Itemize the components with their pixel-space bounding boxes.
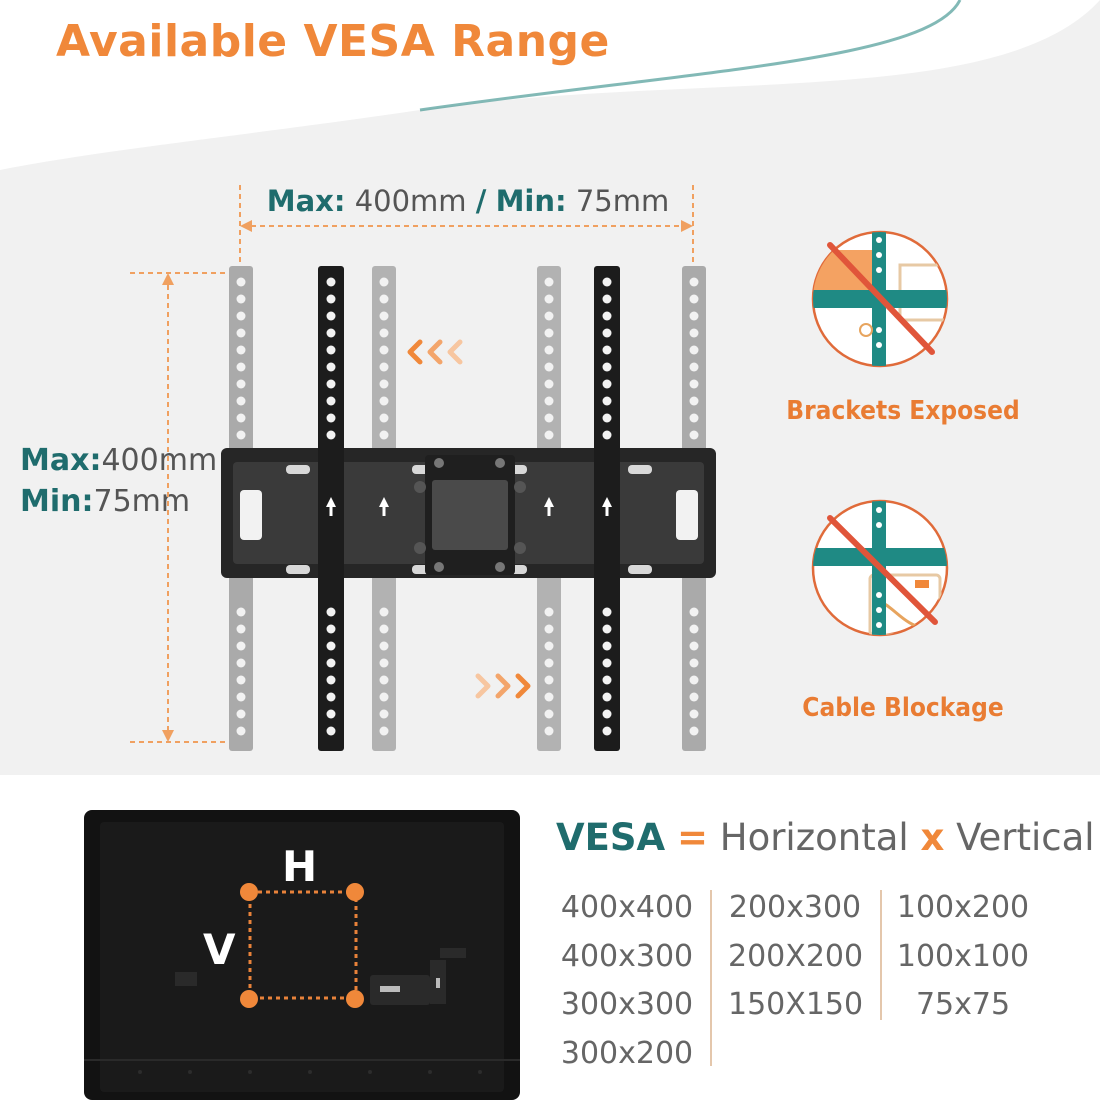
column-divider — [880, 890, 882, 1020]
move-outward-right-chevrons-icon — [475, 673, 531, 699]
vesa-size: 100x100 — [896, 938, 1030, 974]
vesa-size: 200X200 — [728, 938, 864, 974]
vesa-size: 100x200 — [896, 890, 1030, 925]
mount-diagram — [130, 185, 716, 751]
warning-icons — [811, 230, 949, 637]
vesa-size: 400x400 — [560, 890, 694, 925]
bracket-exposed-prohibited-icon — [811, 230, 949, 368]
teal-wave-line — [419, 0, 962, 112]
cable-blockage-prohibited-icon — [811, 499, 949, 637]
vesa-formula: VESA = Horizontal x Vertical — [556, 816, 1095, 859]
horizontal-wall-plate — [221, 448, 716, 578]
vesa-size: 200x300 — [728, 890, 862, 925]
vesa-size: 150X150 — [728, 987, 864, 1022]
vesa-size: 300x300 — [560, 987, 694, 1022]
move-inward-left-chevrons-icon — [407, 339, 463, 365]
vesa-sizes-column-2: 200x300 200X200 150X150 — [728, 884, 864, 1030]
horizontal-label: H — [282, 842, 318, 891]
vesa-sizes-column-1: 400x400 400x300 300x300 300x200 — [560, 884, 694, 1078]
width-dimension-label: Max: 400mm / Min: 75mm — [266, 184, 670, 218]
top-wave — [0, 0, 1100, 170]
warning-label-brackets-exposed: Brackets Exposed — [786, 396, 1020, 426]
page-title: Available VESA Range — [56, 16, 610, 67]
column-divider — [710, 890, 712, 1066]
vesa-size: 400x300 — [560, 938, 694, 974]
height-dimension-label: Max:400mm Min:75mm — [20, 443, 218, 519]
warning-label-cable-blockage: Cable Blockage — [802, 693, 1004, 723]
vesa-size: 300x200 — [560, 1035, 694, 1071]
vertical-label: V — [203, 925, 236, 974]
vesa-size: 75x75 — [915, 987, 1011, 1022]
vesa-hole-pattern — [248, 890, 358, 1000]
vesa-sizes-column-3: 100x200 100x100 75x75 — [896, 884, 1030, 1030]
